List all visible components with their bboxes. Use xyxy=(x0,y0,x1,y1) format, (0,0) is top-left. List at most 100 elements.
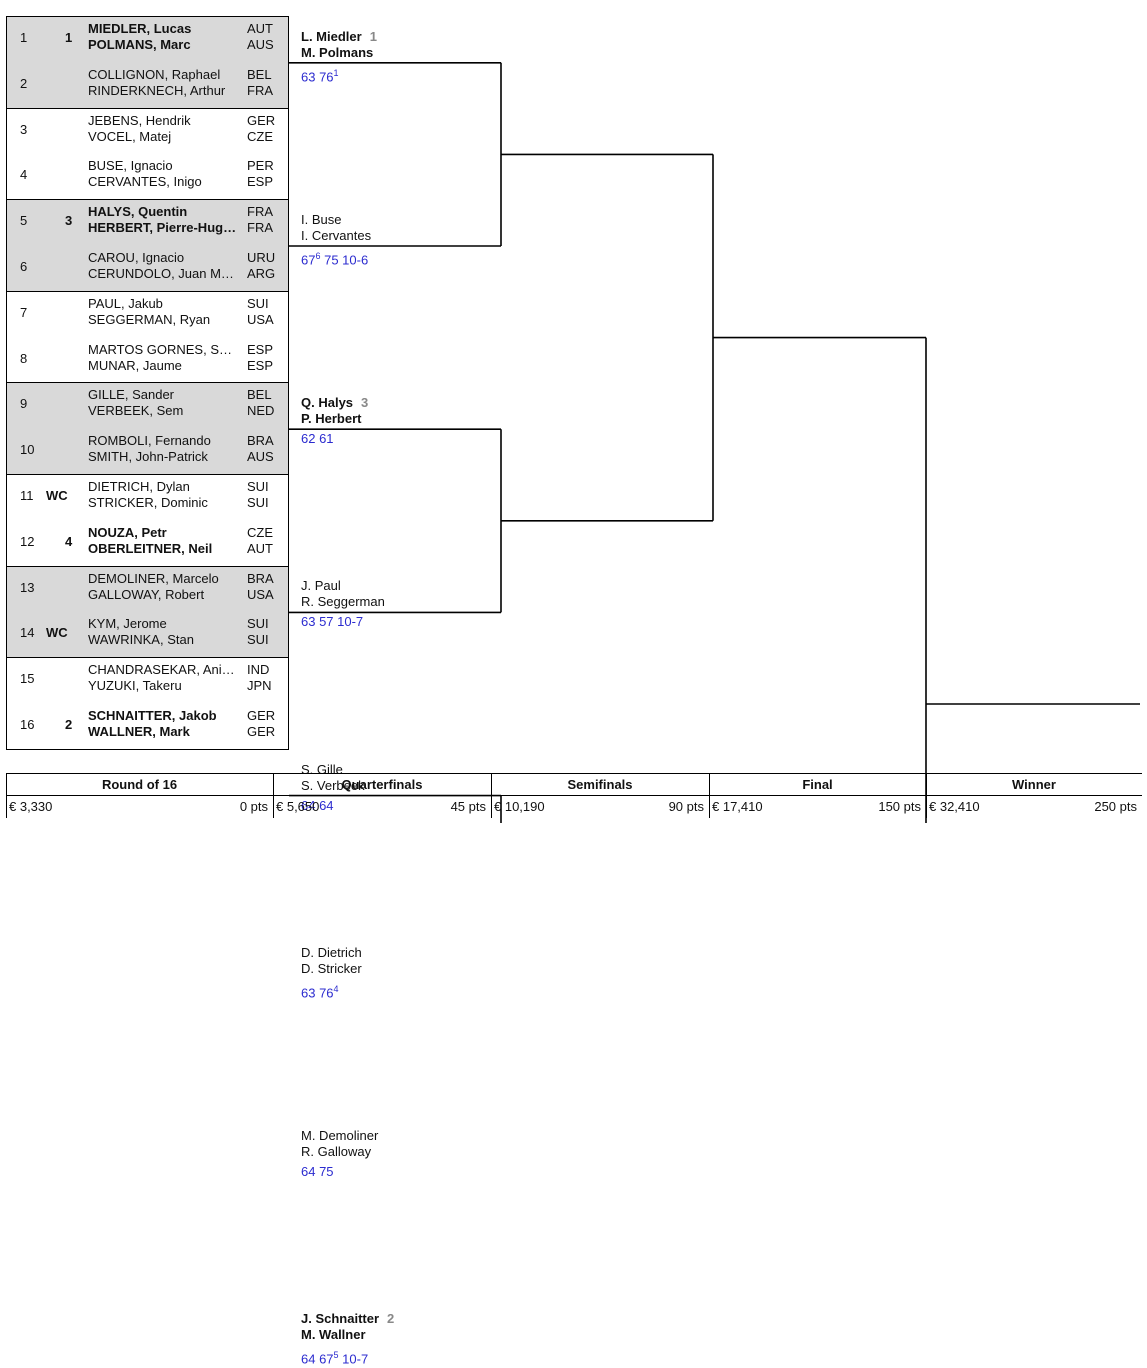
entry-seed: 3 xyxy=(65,213,73,229)
player-name[interactable]: MIEDLER, Lucas xyxy=(88,21,192,36)
player-name[interactable]: WAWRINKA, Stan xyxy=(88,632,194,648)
player-name[interactable]: SEGGERMAN, Ryan xyxy=(88,311,211,327)
player-name[interactable]: GILLE, Sander xyxy=(88,387,174,403)
score-text: 64 75 xyxy=(301,1164,334,1179)
r2-player-name[interactable]: R. Seggerman xyxy=(301,594,385,610)
player-name[interactable]: CERVANTES, Inigo xyxy=(88,174,202,190)
player-country: BEL xyxy=(247,66,272,82)
player-name[interactable]: HALYS, Quentin xyxy=(88,204,188,220)
prize-money: € 17,410 xyxy=(712,799,763,814)
player-name[interactable]: RINDERKNECH, Arthur xyxy=(88,82,226,98)
entry-number: 7 xyxy=(20,304,28,320)
entry-seed: 2 xyxy=(65,717,73,732)
player-name[interactable]: CAROU, Ignacio xyxy=(88,250,185,265)
r2-player-name[interactable]: I. Cervantes xyxy=(301,228,372,243)
player-name[interactable]: SMITH, John-Patrick xyxy=(88,449,208,465)
r2-player-name[interactable]: J. Paul xyxy=(301,578,341,594)
r2-player-name[interactable]: P. Herbert xyxy=(301,411,362,427)
player-country: SUI xyxy=(247,479,269,494)
score-text: 63 76 xyxy=(301,985,334,1001)
player-name[interactable]: OBERLEITNER, Neil xyxy=(88,540,213,556)
player-name[interactable]: NOUZA, Petr xyxy=(88,524,167,540)
match-score: 676 75 10-6 xyxy=(301,248,368,268)
table-border xyxy=(273,773,274,818)
player-country: ESP xyxy=(247,174,274,190)
score-text: 10-7 xyxy=(338,1351,369,1367)
tiebreak-score: 1 xyxy=(333,67,339,78)
player-name[interactable]: DEMOLINER, Marcelo xyxy=(88,570,219,586)
r1-match-box xyxy=(6,657,289,750)
r2-player-name[interactable]: S. Verbeek xyxy=(301,777,365,793)
tiebreak-score: 6 xyxy=(315,251,321,261)
r2-player-name[interactable]: I. Buse xyxy=(301,212,342,227)
player-country: FRA xyxy=(247,204,273,220)
r2-player-name[interactable]: S. Gille xyxy=(301,761,343,777)
player-name[interactable]: WALLNER, Mark xyxy=(88,724,190,739)
match-score: 64 75 xyxy=(301,1164,334,1180)
player-country: BRA xyxy=(247,433,274,449)
score-text: 75 10-6 xyxy=(320,252,369,268)
player-country: ESP xyxy=(247,341,274,357)
player-country: CZE xyxy=(247,128,273,144)
player-country: ARG xyxy=(247,266,276,281)
r2-player-name[interactable]: D. Dietrich xyxy=(301,944,362,960)
player-country: GER xyxy=(247,112,276,128)
player-country: URU xyxy=(247,250,276,265)
ranking-points: 90 pts xyxy=(668,799,704,814)
score-text: 62 61 xyxy=(301,431,334,447)
player-name[interactable]: DIETRICH, Dylan xyxy=(88,479,190,494)
player-name[interactable]: CERUNDOLO, Juan M… xyxy=(88,266,234,281)
r2-player-name[interactable]: R. Galloway xyxy=(301,1144,372,1159)
player-name[interactable]: PAUL, Jakub xyxy=(88,295,163,311)
score-text: 67 xyxy=(301,252,316,268)
player-name[interactable]: VOCEL, Matej xyxy=(88,128,172,144)
match-score: 62 61 xyxy=(301,431,334,447)
player-name[interactable]: MUNAR, Jaume xyxy=(88,357,182,373)
r1-match-box xyxy=(6,382,289,475)
player-name[interactable]: YUZUKI, Takeru xyxy=(88,678,182,694)
entry-number: 11 xyxy=(20,488,34,503)
player-name[interactable]: BUSE, Ignacio xyxy=(88,158,173,174)
player-name[interactable]: HERBERT, Pierre-Hug… xyxy=(88,220,237,236)
entry-number: 12 xyxy=(20,533,35,549)
player-country: GER xyxy=(247,724,276,739)
score-text: 63 57 10-7 xyxy=(301,614,364,630)
entry-seed: 4 xyxy=(65,533,73,549)
player-name[interactable]: ROMBOLI, Fernando xyxy=(88,433,211,449)
entry-number: 1 xyxy=(20,30,28,45)
player-country: AUT xyxy=(247,21,273,36)
player-name[interactable]: SCHNAITTER, Jakob xyxy=(88,708,217,723)
player-name[interactable]: JEBENS, Hendrik xyxy=(88,112,191,128)
player-name[interactable]: CHANDRASEKAR, Ani… xyxy=(88,662,235,678)
r2-player-name[interactable]: M. Wallner xyxy=(301,1327,366,1343)
entry-number: 5 xyxy=(20,213,28,229)
r1-match-box xyxy=(6,16,289,109)
player-name[interactable]: KYM, Jerome xyxy=(88,616,167,632)
r2-player-name[interactable]: M. Demoliner xyxy=(301,1128,379,1143)
match-score: 64 64 xyxy=(301,798,334,814)
player-name[interactable]: MARTOS GORNES, S… xyxy=(88,341,232,357)
player-name[interactable]: GALLOWAY, Robert xyxy=(88,586,205,602)
round-header: Final xyxy=(802,777,833,792)
match-score: 63 764 xyxy=(301,981,339,1001)
entry-number: 3 xyxy=(20,121,28,137)
r2-player-name[interactable]: M. Polmans xyxy=(301,44,374,60)
ranking-points: 250 pts xyxy=(1094,799,1137,814)
player-name[interactable]: VERBEEK, Sem xyxy=(88,403,184,419)
round-header: Semifinals xyxy=(567,777,633,792)
ranking-points: 150 pts xyxy=(878,799,921,814)
table-border xyxy=(6,773,7,818)
entry-number: 10 xyxy=(20,442,35,458)
r2-player-name[interactable]: D. Stricker xyxy=(301,960,362,976)
player-name[interactable]: COLLIGNON, Raphael xyxy=(88,66,221,82)
player-name[interactable]: STRICKER, Dominic xyxy=(88,495,208,510)
entry-seed: 1 xyxy=(65,30,73,45)
r2-seed: 2 xyxy=(387,1311,395,1327)
player-country: CZE xyxy=(247,524,273,540)
player-name[interactable]: POLMANS, Marc xyxy=(88,37,191,52)
table-border xyxy=(6,773,1142,774)
